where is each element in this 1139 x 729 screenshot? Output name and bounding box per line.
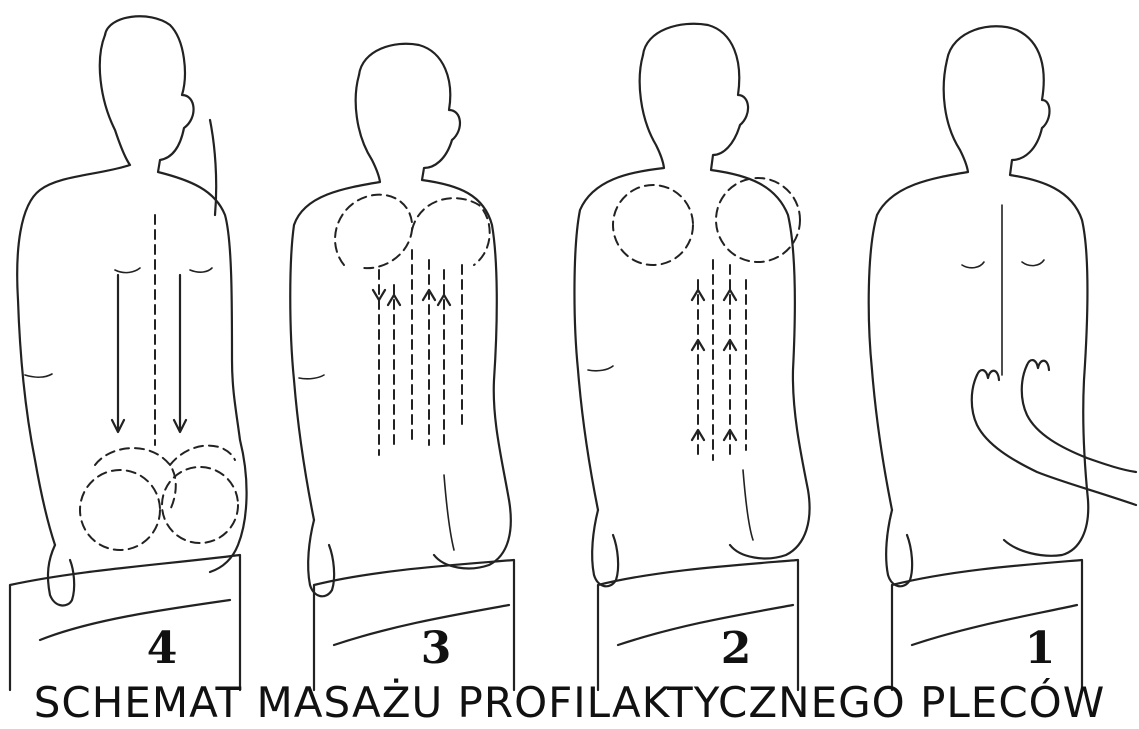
figure-3: 3 — [284, 0, 568, 690]
body-outline — [17, 16, 246, 605]
figure-3-drawing — [284, 0, 568, 690]
stroke-arrows — [613, 178, 800, 460]
figure-number-2: 2 — [706, 624, 766, 674]
diagram-title: SCHEMAT MASAŻU PROFILAKTYCZNEGO PLECÓW — [0, 678, 1139, 728]
figure-4-drawing — [0, 0, 284, 690]
body-outline — [290, 44, 511, 597]
towel — [10, 555, 240, 690]
figure-4: 4 — [0, 0, 284, 690]
body-outline — [574, 24, 809, 587]
figure-number-1: 1 — [1010, 624, 1070, 674]
towel — [598, 560, 798, 690]
figure-1: 1 — [852, 0, 1136, 690]
massaging-hands — [972, 360, 1136, 505]
figure-1-drawing — [852, 0, 1136, 690]
stroke-arrows — [80, 275, 238, 550]
figure-2: 2 — [568, 0, 852, 690]
stroke-arrows — [335, 195, 490, 455]
body-outline — [869, 26, 1089, 586]
figure-number-3: 3 — [406, 624, 466, 674]
figure-2-drawing — [568, 0, 852, 690]
figure-number-4: 4 — [132, 624, 192, 674]
